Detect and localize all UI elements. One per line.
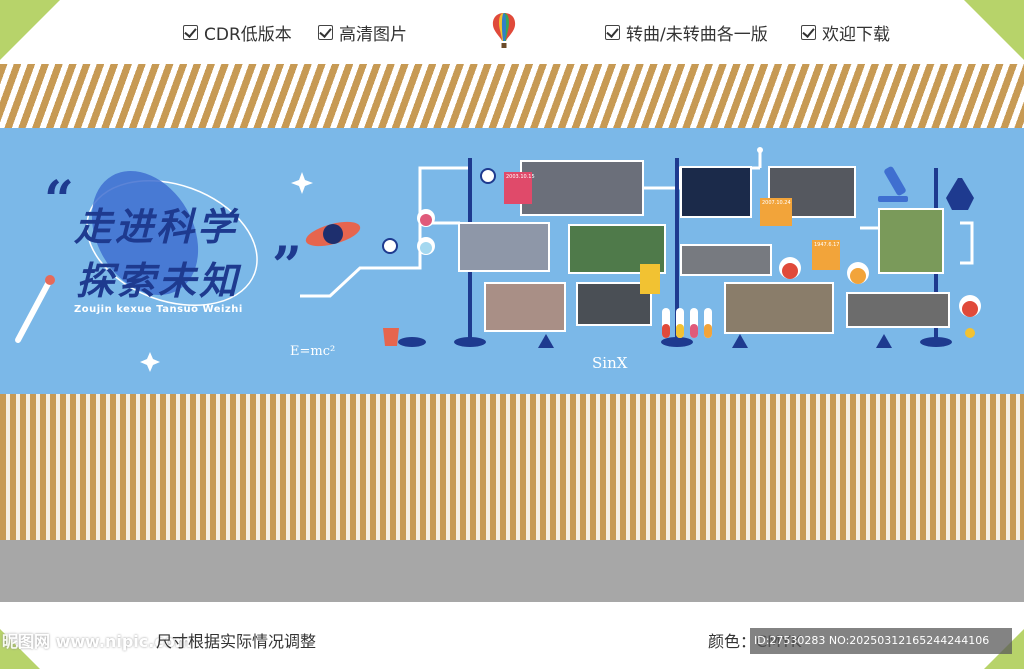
photo-frame: [768, 166, 856, 218]
title-line-2: 探索未知: [76, 259, 241, 303]
stripe-band-top: [0, 64, 1024, 128]
checkbox-icon: [318, 25, 333, 40]
photo-frame: [520, 160, 644, 216]
photo-frame: [680, 166, 752, 218]
date-tag-text: 2007.10.24: [762, 200, 791, 206]
title-pinyin: Zoujin kexue Tansuo Weizhi: [74, 304, 243, 315]
size-note: 尺寸根据实际情况调整: [156, 632, 317, 651]
photo-frame: [458, 222, 550, 272]
title-line-1: 走进科学: [74, 205, 239, 249]
balloon-logo-icon: [492, 13, 516, 48]
stripe-band-bottom: [0, 394, 1024, 540]
formula-emc: E=mc²: [290, 344, 336, 359]
feature-item: CDR低版本: [183, 20, 292, 45]
photo-frame: [484, 282, 566, 332]
feature-list: CDR低版本 高清图片 转曲/未转曲各一版 欢迎下载: [0, 18, 1024, 48]
floor-band: [0, 540, 1024, 602]
feature-item: 转曲/未转曲各一版: [605, 20, 768, 45]
photo-frame: [576, 282, 652, 326]
photo-frame: [724, 282, 834, 334]
date-tag: 2003.10.15: [504, 172, 535, 204]
date-tag: [640, 264, 660, 294]
date-tag-text: 2003.10.15: [506, 174, 535, 180]
quote-open: “: [44, 170, 74, 231]
feature-label: CDR低版本: [204, 25, 292, 45]
corner-decoration: [0, 0, 60, 60]
photo-frame: [680, 244, 772, 276]
date-tag: 2007.10.24: [760, 198, 792, 226]
corner-decoration: [964, 0, 1024, 60]
date-tag-text: 1947.6.17: [814, 242, 840, 248]
feature-item: 高清图片: [318, 20, 407, 45]
feature-label: 高清图片: [339, 25, 407, 45]
feature-item: 欢迎下载: [801, 20, 890, 45]
quote-close: ”: [272, 236, 302, 297]
corner-decoration: [0, 629, 40, 669]
date-tag: 1947.6.17: [812, 240, 840, 270]
photo-frame: [878, 208, 944, 274]
science-illustration: [15, 147, 981, 372]
checkbox-icon: [605, 25, 620, 40]
feature-label: 转曲/未转曲各一版: [626, 25, 768, 45]
watermark-id: ID:27530283 NO:20250312165244244106: [750, 628, 1012, 654]
watermark-site: 昵图网 www.nipic.com: [2, 632, 192, 651]
feature-label: 欢迎下载: [822, 25, 890, 45]
formula-sinx: SinX: [592, 354, 628, 372]
photo-frame: [846, 292, 950, 328]
checkbox-icon: [801, 25, 816, 40]
checkbox-icon: [183, 25, 198, 40]
